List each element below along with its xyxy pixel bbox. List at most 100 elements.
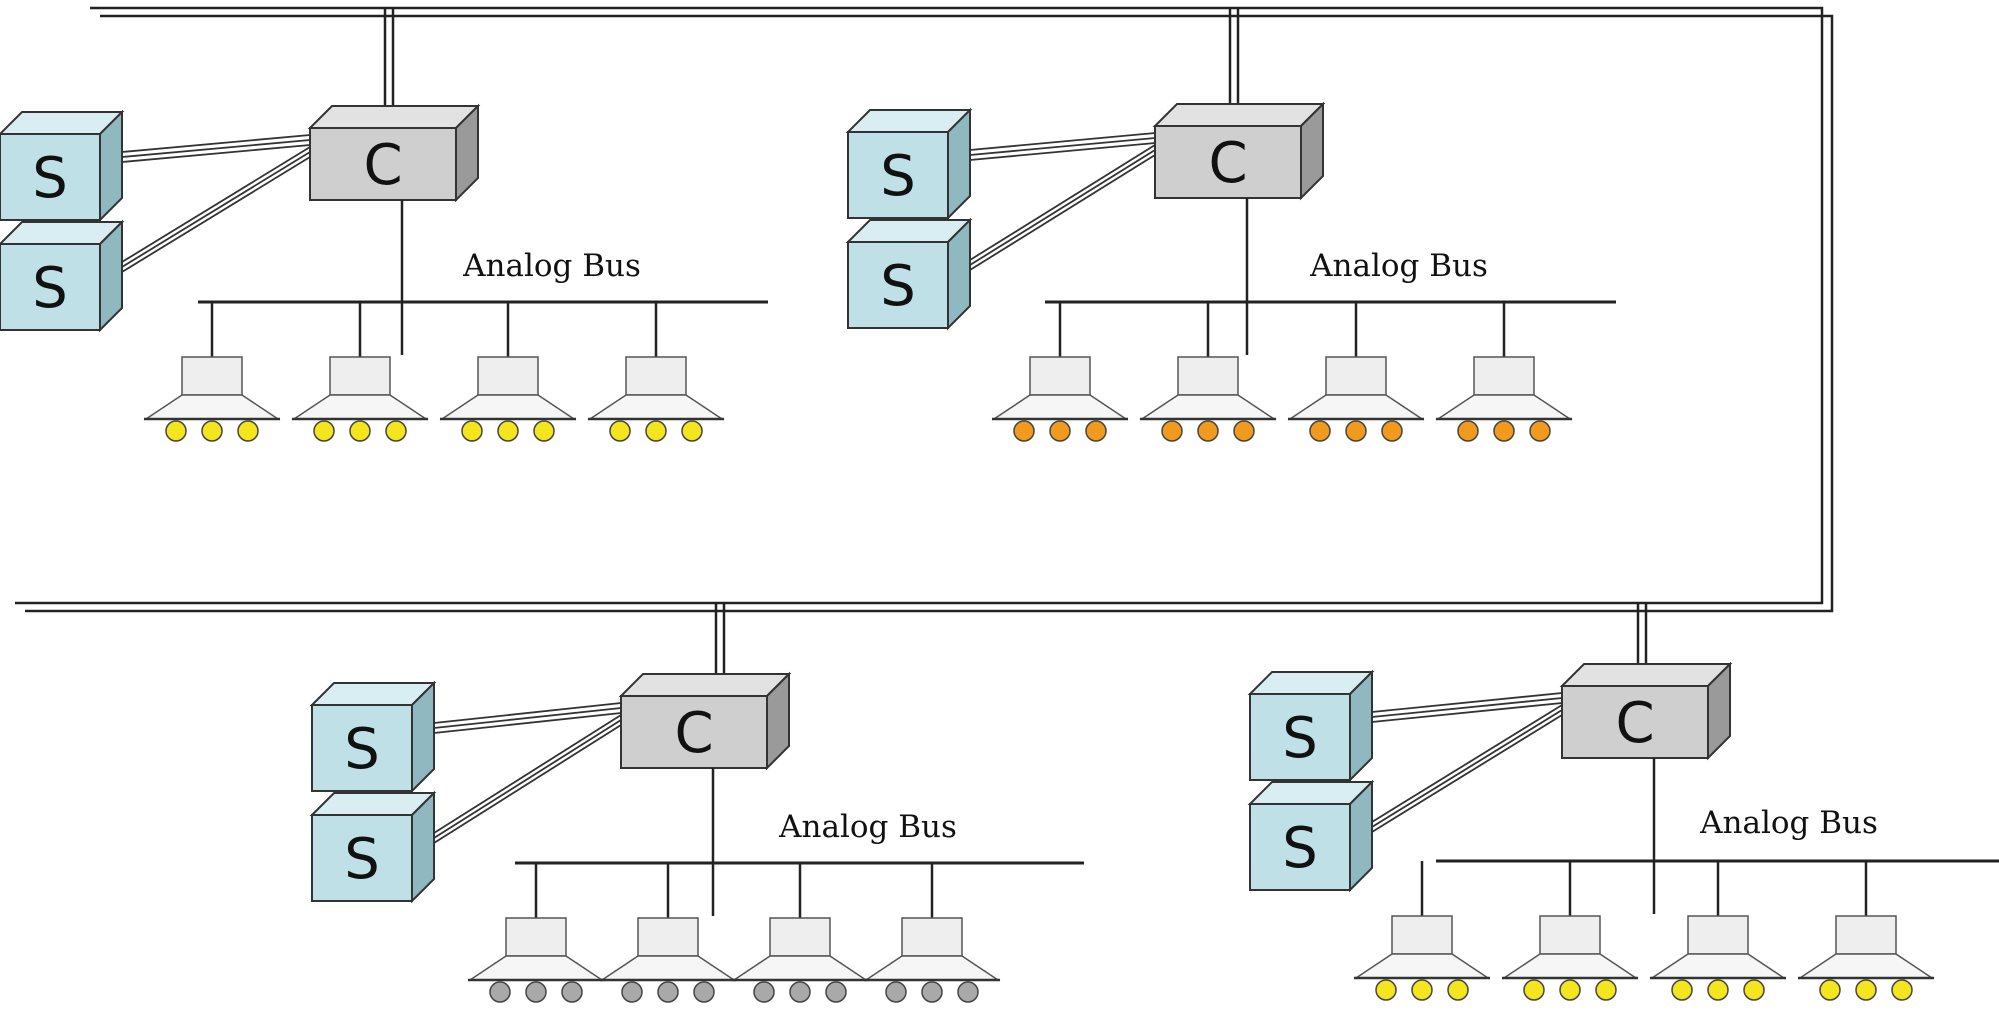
- analog-bus-label: Analog Bus: [462, 248, 641, 284]
- device-box: [769, 917, 831, 957]
- sensor-cube-letter: S: [880, 254, 916, 319]
- sensor-cube-side-face: [99, 219, 123, 333]
- controller-cube-top-face: [618, 673, 792, 697]
- device-base: [1797, 953, 1935, 979]
- lamp-indicator: [1819, 979, 1841, 1001]
- lamp-indicator: [313, 420, 335, 442]
- controller-cube-letter: C: [674, 701, 713, 766]
- sensor-link-line: [433, 707, 622, 729]
- lamp-indicator: [1743, 979, 1765, 1001]
- sensor-cube-letter: S: [344, 827, 380, 892]
- sensor-link-line: [1371, 714, 1563, 833]
- sensor-links: [1371, 692, 1563, 833]
- lamp-indicator: [1381, 420, 1403, 442]
- sensor-link-line: [1371, 704, 1563, 823]
- sensor-cube-side-face: [947, 107, 971, 221]
- device-base: [991, 394, 1129, 420]
- device-box: [1687, 915, 1749, 955]
- field-device: [1287, 356, 1425, 442]
- controller-cube-side-face: [455, 103, 479, 203]
- sensor-cube: S: [309, 680, 437, 794]
- device-base: [1287, 394, 1425, 420]
- lamp-indicator: [609, 420, 631, 442]
- sensor-cube-side-face: [411, 680, 435, 794]
- sensor-link-line: [1371, 697, 1563, 718]
- device-base: [1435, 394, 1573, 420]
- device-base: [1649, 953, 1787, 979]
- network-backbone: [15, 6, 1834, 673]
- device-base: [291, 394, 429, 420]
- controller-cube-side-face: [1707, 661, 1731, 761]
- device-box: [477, 356, 539, 396]
- lamp-indicator: [497, 420, 519, 442]
- sensor-link-line: [1371, 702, 1563, 723]
- lamp-indicator: [1457, 420, 1479, 442]
- sensor-cube: S: [309, 790, 437, 904]
- sensor-cube: S: [1247, 669, 1375, 783]
- lamp-indicator: [1197, 420, 1219, 442]
- lamp-indicator: [1447, 979, 1469, 1001]
- device-base: [587, 394, 725, 420]
- sensor-cube-letter: S: [32, 256, 68, 321]
- lamp-indicator: [681, 420, 703, 442]
- sensor-cube: S: [1247, 779, 1375, 893]
- lamp-indicator: [1529, 420, 1551, 442]
- sensor-link-line: [433, 702, 622, 724]
- lamp-indicator: [657, 981, 679, 1003]
- lamp-indicator: [1411, 979, 1433, 1001]
- sensor-cube: S: [845, 217, 973, 331]
- sensor-link-line: [1371, 709, 1563, 828]
- device-base: [439, 394, 577, 420]
- sensor-link-line: [969, 149, 1156, 266]
- sensor-cube: S: [0, 219, 125, 333]
- lamp-indicator: [385, 420, 407, 442]
- lamp-indicator: [237, 420, 259, 442]
- lamp-indicator: [525, 981, 547, 1003]
- sensor-cube-letter: S: [1282, 706, 1318, 771]
- device-box: [1391, 915, 1453, 955]
- lamp-indicator: [1559, 979, 1581, 1001]
- lamp-indicator: [349, 420, 371, 442]
- sensor-link-line: [433, 714, 622, 834]
- lamp-indicator: [561, 981, 583, 1003]
- sensor-link-line: [969, 137, 1156, 156]
- lamp-indicator: [1345, 420, 1367, 442]
- field-device: [291, 356, 429, 442]
- sensor-link-line: [433, 719, 622, 839]
- device-base: [731, 955, 869, 981]
- device-box: [1835, 915, 1897, 955]
- lamp-indicator: [789, 981, 811, 1003]
- sensor-link-line: [121, 144, 311, 163]
- lamp-indicator: [1855, 979, 1877, 1001]
- sensor-link-line: [121, 146, 311, 263]
- lamp-indicator: [753, 981, 775, 1003]
- device-box: [181, 356, 243, 396]
- sensor-link-line: [121, 134, 311, 153]
- controller-cube: C: [1559, 661, 1733, 761]
- sensor-link-line: [969, 154, 1156, 271]
- device-box: [637, 917, 699, 957]
- field-device: [1139, 356, 1277, 442]
- sensor-cube-side-face: [99, 109, 123, 223]
- lamp-indicator: [1707, 979, 1729, 1001]
- field-device: [439, 356, 577, 442]
- device-box: [1539, 915, 1601, 955]
- device-box: [1473, 356, 1535, 396]
- controller-cube: C: [618, 671, 792, 771]
- lamp-indicator: [1595, 979, 1617, 1001]
- sensor-link-line: [433, 724, 622, 844]
- lamp-indicator: [1523, 979, 1545, 1001]
- lamp-indicator: [1309, 420, 1331, 442]
- field-device: [1797, 915, 1935, 1001]
- sensor-links: [433, 702, 622, 844]
- sensor-link-line: [121, 139, 311, 158]
- controller-cube-letter: C: [363, 133, 402, 198]
- device-box: [505, 917, 567, 957]
- controller-cube-top-face: [307, 105, 481, 129]
- device-box: [1029, 356, 1091, 396]
- sensor-links: [969, 132, 1156, 271]
- sensor-cube: S: [0, 109, 125, 223]
- controller-cube-top-face: [1152, 103, 1326, 127]
